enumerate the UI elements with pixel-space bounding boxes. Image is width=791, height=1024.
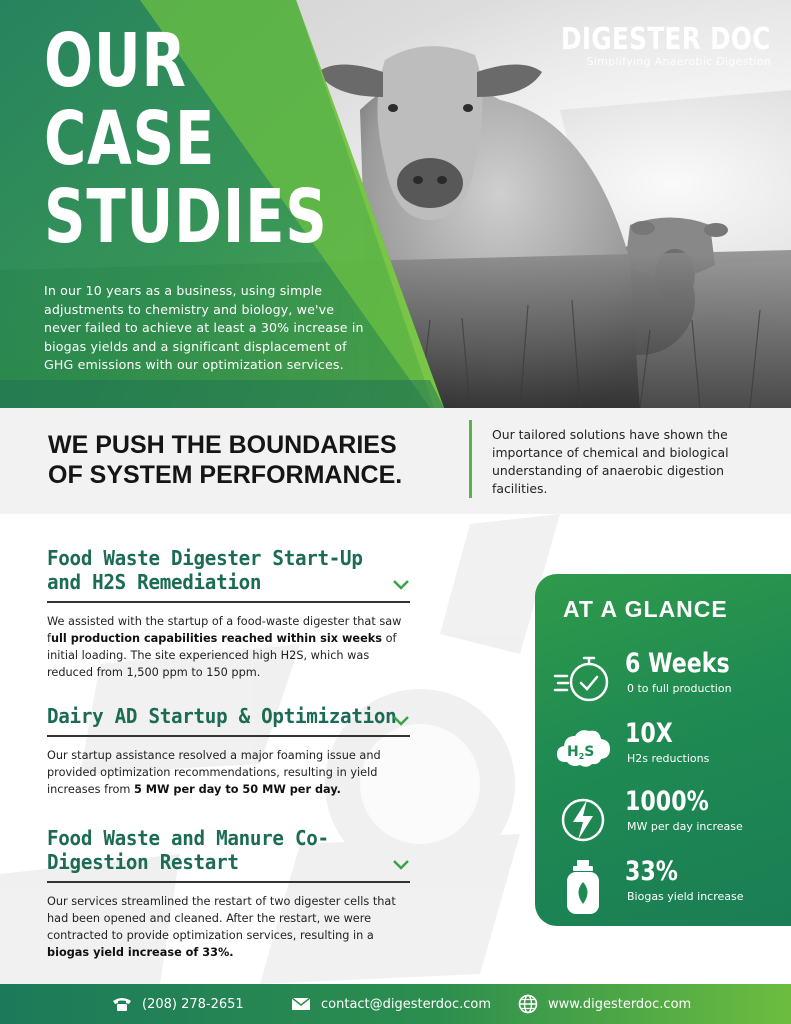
case-study-dairy-ad: Dairy AD Startup & Optimization Our star… (47, 704, 410, 798)
globe-icon (518, 994, 538, 1014)
email-address: contact@digesterdoc.com (321, 996, 491, 1012)
hero-title-line: CASE (44, 96, 216, 182)
case-title: Food Waste and Manure Co- Digestion Rest… (47, 826, 395, 874)
brand-logo: DIGESTER DOC Simplifying Anaerobic Diges… (515, 22, 771, 68)
email-icon (291, 997, 311, 1010)
stopwatch-icon (553, 656, 609, 702)
glance-title: AT A GLANCE (563, 596, 728, 622)
chevron-down-icon[interactable] (392, 715, 410, 727)
stat-label: Biogas yield increase (627, 890, 744, 903)
phone-number: (208) 278-2651 (142, 996, 244, 1012)
case-text-part: Our startup assistance resolved a major … (47, 748, 381, 796)
case-title-line: and H2S Remediation (47, 570, 262, 594)
case-description: Our services streamlined the restart of … (47, 893, 407, 961)
case-divider (47, 881, 410, 883)
case-text-part: We assisted with the startup of a food-w… (47, 614, 402, 645)
stat-value: 10X (625, 718, 673, 749)
gas-cylinder-icon (567, 860, 599, 914)
stat-label: H2s reductions (627, 752, 710, 765)
case-title-line: Food Waste and Manure Co- (47, 826, 329, 850)
chevron-down-icon[interactable] (392, 579, 410, 591)
hero-title-line: STUDIES (44, 174, 328, 260)
case-study-co-digestion: Food Waste and Manure Co- Digestion Rest… (47, 826, 410, 961)
brand-name: DIGESTER DOC (561, 22, 771, 57)
recycle-watermark (0, 514, 560, 984)
case-text-highlight: biogas yield increase of 33%. (47, 945, 234, 959)
footer-phone[interactable]: (208) 278-2651 (112, 984, 244, 1024)
chevron-down-icon[interactable] (392, 859, 410, 871)
footer-email[interactable]: contact@digesterdoc.com (291, 984, 491, 1024)
case-text-part: Our services streamlined the restart of … (47, 894, 396, 942)
stat-value: 6 Weeks (625, 648, 730, 679)
case-divider (47, 735, 410, 737)
case-title: Food Waste Digester Start-Up and H2S Rem… (47, 546, 395, 594)
hero-title-line: OUR (44, 18, 187, 104)
banner-heading-pre: WE (48, 431, 96, 459)
case-divider (47, 601, 410, 603)
stat-item: 1000% MW per day increase (535, 786, 791, 856)
h2s-icon-subscript: 2 (579, 752, 585, 761)
boundaries-banner: WE PUSH THE BOUNDARIES OF SYSTEM PERFORM… (0, 408, 791, 514)
banner-divider (469, 420, 472, 498)
case-title: Dairy AD Startup & Optimization (47, 704, 397, 728)
banner-text: Our tailored solutions have shown the im… (492, 427, 729, 496)
case-study-food-waste-startup: Food Waste Digester Start-Up and H2S Rem… (47, 546, 410, 681)
case-description: We assisted with the startup of a food-w… (47, 613, 407, 681)
case-title-line: Dairy AD Startup & Optimization (47, 704, 397, 728)
hero-intro: In our 10 years as a business, using sim… (44, 283, 364, 372)
hero-title: OUR CASE STUDIES (44, 22, 328, 256)
h2s-icon-letter: S (584, 744, 594, 760)
stat-item: H2S 10X H2s reductions (535, 718, 791, 788)
banner-heading: WE PUSH THE BOUNDARIES OF SYSTEM PERFORM… (48, 430, 402, 490)
stat-value: 1000% (625, 786, 709, 817)
h2s-icon-letter: H (567, 744, 579, 760)
case-description: Our startup assistance resolved a major … (47, 747, 407, 798)
stat-value: 33% (625, 856, 679, 887)
stat-item: 6 Weeks 0 to full production (535, 648, 791, 718)
phone-icon (113, 998, 131, 1011)
stat-label: MW per day increase (627, 820, 743, 833)
contact-footer: (208) 278-2651 contact@digesterdoc.com w… (0, 984, 791, 1024)
svg-text:H2S: H2S (567, 744, 594, 761)
case-title-line: Digestion Restart (47, 850, 239, 874)
green-overlay-panel (0, 0, 444, 408)
at-a-glance-panel: AT A GLANCE 6 Weeks 0 to full production… (535, 574, 791, 926)
brand-tagline: Simplifying Anaerobic Digestion (586, 55, 771, 68)
banner-heading-bold: PUSH THE BOUNDARIES (95, 431, 397, 459)
case-text-highlight: 5 MW per day to 50 MW per day. (133, 782, 341, 796)
case-text-part: of initial loading. The site experienced… (47, 631, 397, 679)
case-text-highlight: ull production capabilities reached with… (50, 631, 382, 645)
hero-section: OUR CASE STUDIES In our 10 years as a bu… (0, 0, 791, 408)
stat-item: 33% Biogas yield increase (535, 856, 791, 926)
footer-website[interactable]: www.digesterdoc.com (518, 984, 691, 1024)
banner-heading-line2: OF SYSTEM PERFORMANCE. (48, 461, 403, 489)
case-title-line: Food Waste Digester Start-Up (47, 546, 363, 570)
website-url: www.digesterdoc.com (548, 996, 692, 1012)
lightning-bolt-icon (561, 798, 605, 842)
stat-label: 0 to full production (627, 682, 732, 695)
h2s-cloud-icon: H2S (557, 730, 610, 767)
